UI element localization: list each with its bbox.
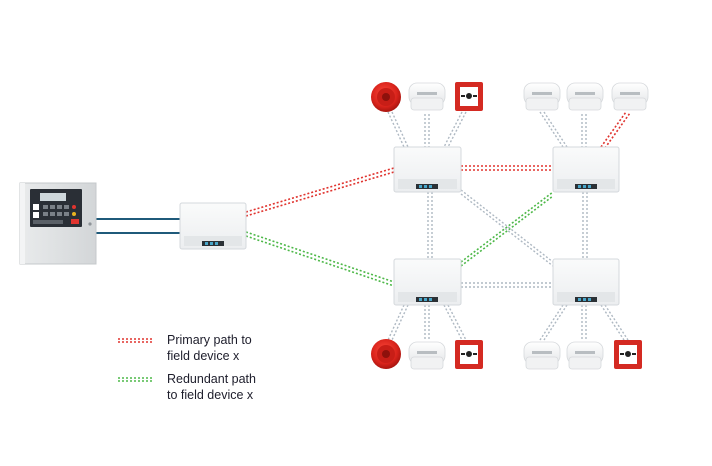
network-node-top-left bbox=[393, 146, 462, 193]
manual-call-point-icon bbox=[455, 82, 483, 111]
smoke-detector-icon bbox=[523, 82, 561, 111]
legend-primary-swatch bbox=[118, 338, 154, 343]
redundant-path bbox=[245, 191, 554, 287]
smoke-detector-icon bbox=[566, 341, 604, 370]
legend-primary-label: Primary path to field device x bbox=[167, 333, 252, 363]
legend-redundant-swatch bbox=[118, 377, 154, 382]
network-node-bottom-right bbox=[552, 258, 620, 306]
sounder-beacon-icon bbox=[371, 339, 401, 369]
sounder-beacon-icon bbox=[371, 82, 401, 112]
network-node-top-right bbox=[552, 146, 620, 193]
primary-path bbox=[245, 111, 631, 217]
smoke-detector-icon bbox=[523, 341, 561, 370]
neutral-paths bbox=[387, 111, 629, 341]
connection-lines bbox=[96, 111, 631, 341]
smoke-detector-icon bbox=[408, 82, 446, 111]
fire-control-panel bbox=[19, 182, 97, 265]
smoke-detector-icon bbox=[566, 82, 604, 111]
manual-call-point-icon bbox=[614, 340, 642, 369]
smoke-detector-icon bbox=[611, 82, 649, 111]
network-node-bottom-left bbox=[393, 258, 462, 306]
legend-redundant-label: Redundant path to field device x bbox=[167, 372, 256, 402]
interface-module bbox=[179, 202, 247, 250]
smoke-detector-icon bbox=[408, 341, 446, 370]
manual-call-point-icon bbox=[455, 340, 483, 369]
